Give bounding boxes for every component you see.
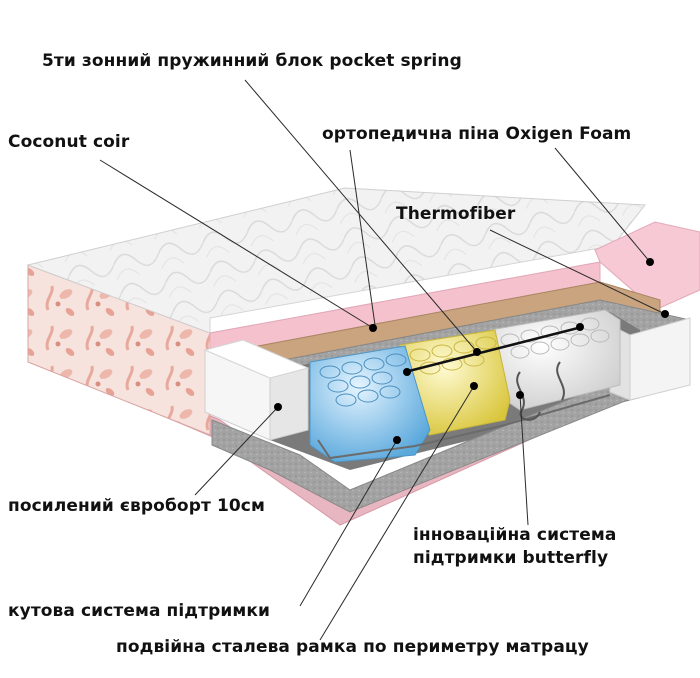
spring-zone-yellow [399, 329, 511, 436]
label-butterfly-support: інноваційна система підтримки butterfly [413, 524, 616, 570]
label-pocket-spring: 5ти зонний пружинний блок pocket spring [42, 51, 462, 71]
label-steel-frame: подвійна сталева рамка по периметру матр… [116, 637, 589, 657]
leader-lines [99, 79, 666, 641]
spring-zone-blue [309, 345, 431, 463]
label-oxigen-foam: ортопедична піна Oxigen Foam [322, 124, 632, 144]
label-eurobort: посилений єврoборт 10см [8, 496, 265, 516]
label-butterfly-line1: інноваційна система [413, 525, 617, 545]
label-butterfly-line2: підтримки butterfly [413, 547, 609, 568]
label-thermofiber: Thermofiber [396, 204, 516, 224]
spring-zone-white [489, 309, 621, 411]
label-corner-support: кутова система підтримки [8, 601, 271, 621]
label-coconut-coir: Coconut coir [8, 132, 130, 152]
leader-dots [274, 258, 669, 444]
